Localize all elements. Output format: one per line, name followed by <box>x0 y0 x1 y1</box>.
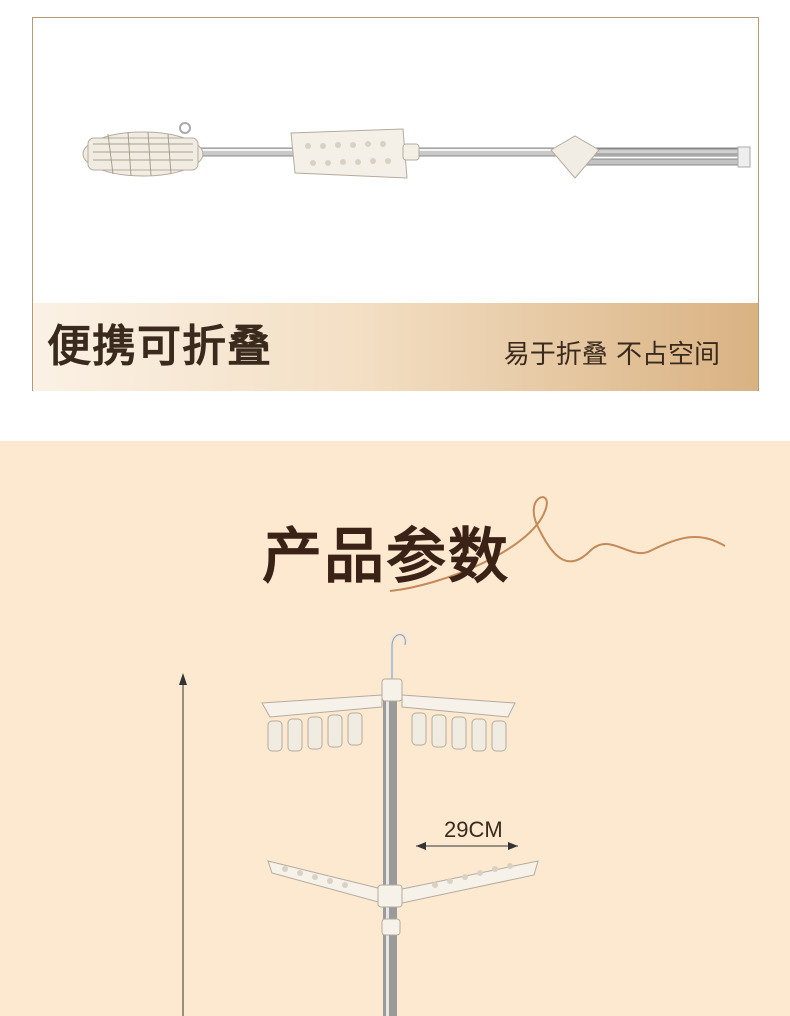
swirl-decoration <box>389 496 726 592</box>
feature-banner: 便携可折叠 易于折叠 不占空间 <box>33 303 758 391</box>
folded-rack-illustration <box>82 122 751 179</box>
height-arrow-icon <box>179 673 187 685</box>
section-title: 产品参数 <box>262 522 510 592</box>
folded-product-card: 便携可折叠 易于折叠 不占空间 <box>32 17 759 391</box>
product-params-section: 产品参数 <box>0 441 790 1016</box>
folded-rack-photo <box>33 18 758 302</box>
width-dimension-label: 29CM <box>444 817 503 842</box>
banner-subtitle: 易于折叠 不占空间 <box>503 340 720 370</box>
banner-title: 便携可折叠 <box>47 321 272 372</box>
rack-dimension-illustration <box>179 632 539 1016</box>
